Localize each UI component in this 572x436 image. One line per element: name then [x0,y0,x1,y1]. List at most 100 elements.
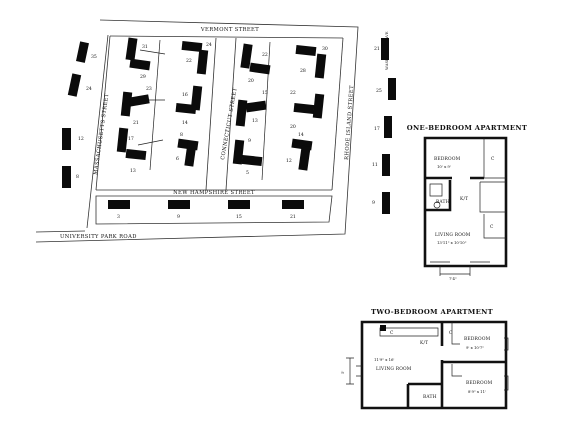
new-hampshire-street-label: NEW HAMPSHIRE STREET [173,190,255,196]
building [235,99,248,127]
living-room-dimension: 11'9" x 16' [374,357,394,362]
building-number: 8 [76,174,79,180]
building-number: 30 [322,46,328,52]
building [125,148,147,161]
building [298,145,311,171]
building-number: 29 [140,74,146,80]
building [382,192,390,214]
building-number: 17 [128,136,134,142]
living-room-label: LIVING ROOM [376,367,412,372]
one-bedroom-plan: ONE-BEDROOM APARTMENT BEDROOM 10' x 9' C… [407,124,528,281]
bath-label: BATH [423,395,437,400]
building-number: 11 [372,162,378,168]
building-number: 8 [180,132,183,138]
building [62,128,71,150]
vermont-street-line [109,35,344,39]
building-number: 35 [91,54,97,60]
building-number: 16 [182,92,188,98]
building [295,44,317,57]
building-number: 14 [182,120,188,126]
south-row-buildings: 3 9 15 21 [108,200,304,220]
south-block-outline [95,195,333,225]
building-number: 17 [374,126,380,132]
building [116,127,129,153]
building-number: 21 [374,46,380,52]
kitchen-counter [379,327,439,337]
block-c-buildings: 22 20 15 13 9 5 [232,41,271,181]
university-park-road-label: UNIVERSITY PARK ROAD [60,234,137,240]
block-a-buildings: 31 29 23 21 17 13 [116,37,166,174]
building [128,94,150,107]
one-bedroom-title: ONE-BEDROOM APARTMENT [407,124,528,132]
building [232,139,245,165]
closet-label: C [491,157,495,162]
building [282,200,304,209]
closet-a-label: C [390,331,394,336]
building [245,100,267,113]
building-number: 24 [206,42,212,48]
connecticut-street-line-west [205,37,217,191]
building [62,166,71,188]
appliance [380,325,386,331]
closet-wall [483,138,506,179]
west-block-edge [95,35,111,191]
dimension-line [346,357,354,385]
building-number: 22 [186,58,192,64]
building [168,200,190,209]
two-bedroom-outer-wall [360,320,508,410]
building [388,78,396,100]
toilet [433,201,441,209]
living-room-dimension: 13'11" x 10'10" [437,240,467,245]
bath-wall [406,382,442,408]
building [312,93,325,119]
building [67,73,82,97]
building [196,49,209,75]
bedroom-a-label: BEDROOM [464,337,491,342]
one-bedroom-outer-wall [423,136,508,268]
building [125,37,138,61]
building-number: 5 [246,170,249,176]
building [184,141,197,167]
bath-wall [425,180,452,212]
window [504,337,509,391]
building-number: 21 [290,214,296,220]
two-bedroom-plan: TWO-BEDROOM APARTMENT K/T C C BEDROOM 9'… [340,308,509,410]
building-number: 13 [252,118,258,124]
two-bedroom-title: TWO-BEDROOM APARTMENT [371,308,493,316]
building-number: 20 [290,124,296,130]
closet-label-2: C [490,225,494,230]
bath-label: BATH [436,200,450,205]
building-number: 15 [236,214,242,220]
building-number: 15 [262,90,268,96]
kitchen-label: K/T [460,197,468,202]
building [175,102,197,115]
building-number: 9 [248,138,251,144]
building [228,200,250,209]
building [108,200,130,209]
closet-walls [451,322,462,377]
building [382,154,390,176]
connecticut-street-line-east [225,37,237,191]
block-b-buildings: 24 22 16 14 8 6 [175,40,212,167]
rhode-island-street-label: RHODE ISLAND STREET [344,85,355,160]
building-number: 23 [146,86,152,92]
building-number: 9 [177,214,180,220]
bedroom-b-label: BEDROOM [466,381,493,386]
building-number: 12 [78,136,84,142]
site-boundary [35,19,359,243]
bedroom-a-dimension: 9' x 10'7" [466,345,484,350]
building [249,62,271,75]
side-dimension: 5' [340,371,345,374]
building-number: 14 [298,132,304,138]
building [190,85,203,111]
building-number: 25 [376,88,382,94]
building-number: 24 [86,86,92,92]
dimension-line [439,266,471,276]
site-plan: VERMONT STREET NEW HAMPSHIRE STREET UNIV… [35,19,396,243]
building [241,154,263,167]
building [129,58,151,71]
building-number: 13 [130,168,136,174]
building-number: 22 [290,90,296,96]
west-side-buildings: 35 24 12 8 [62,41,97,188]
